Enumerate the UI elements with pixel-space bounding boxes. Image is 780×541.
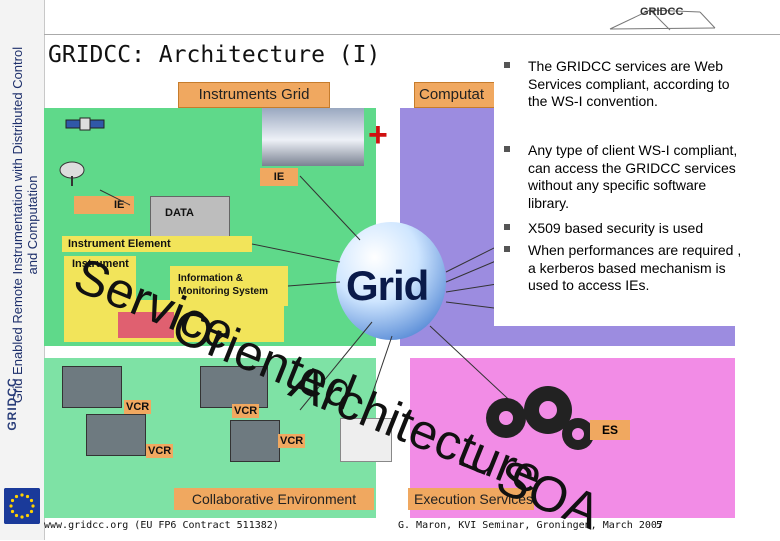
- bullet-text: Any type of client WS-I compliant, can a…: [528, 142, 738, 211]
- control-room-photo: [200, 366, 268, 408]
- vcr-label: VCR: [146, 444, 174, 458]
- instrument-label: Instrument: [72, 258, 129, 270]
- grid-word: Grid: [346, 262, 429, 309]
- instruments-grid-tab: Instruments Grid: [178, 82, 330, 108]
- bullet-text: The GRIDCC services are Web Services com…: [528, 58, 730, 110]
- bullet-square-icon: [504, 62, 510, 68]
- corner-logo: GRIDCC: [640, 6, 684, 18]
- footer-url: www.gridcc.org (EU FP6 Contract 511382): [44, 520, 279, 531]
- collaborative-environment-tab: Collaborative Environment: [174, 488, 374, 510]
- bullet-square-icon: [504, 224, 510, 230]
- eu-flag-icon: [4, 488, 40, 524]
- dish-antenna-icon: [59, 161, 85, 186]
- service-block: [118, 312, 174, 338]
- page-title: GRIDCC: Architecture (I): [48, 42, 381, 68]
- satellite-icon: [65, 117, 105, 131]
- workflow-diagram-image: [340, 418, 392, 462]
- es-label: ES: [590, 420, 630, 440]
- grid-network-icon: [609, 9, 716, 31]
- header-rule: [44, 4, 780, 35]
- vcr-label: VCR: [278, 434, 306, 448]
- vcr-label: VCR: [232, 404, 260, 418]
- bullet-square-icon: [504, 246, 510, 252]
- bullet-text: X509 based security is used: [528, 220, 704, 236]
- plus-sign: +: [368, 116, 388, 154]
- vcr-label: VCR: [124, 400, 152, 414]
- bullet-text: When performances are required , a kerbe…: [528, 242, 742, 294]
- instrument-element-bar: Instrument Element: [62, 236, 252, 252]
- data-label: DATA: [165, 207, 194, 219]
- page-number: 5: [656, 520, 663, 531]
- bullet-square-icon: [504, 146, 510, 152]
- mountain-photo: [262, 108, 364, 166]
- information-monitoring-system: Information & Monitoring System: [170, 266, 288, 306]
- control-room-photo: [230, 420, 280, 462]
- gears-icon: [486, 386, 594, 450]
- bullet-list: The GRIDCC services are Web Services com…: [494, 54, 748, 326]
- control-room-photo: [62, 366, 122, 408]
- ie-label: IE: [74, 196, 134, 214]
- execution-services-tab: Execution Services: [408, 488, 534, 510]
- control-room-photo: [86, 414, 146, 456]
- footer-citation: G. Maron, KVI Seminar, Groningen, March …: [398, 520, 663, 531]
- service-area: [64, 300, 284, 342]
- grid-globe-icon: [336, 222, 446, 340]
- ie-label: IE: [260, 168, 298, 186]
